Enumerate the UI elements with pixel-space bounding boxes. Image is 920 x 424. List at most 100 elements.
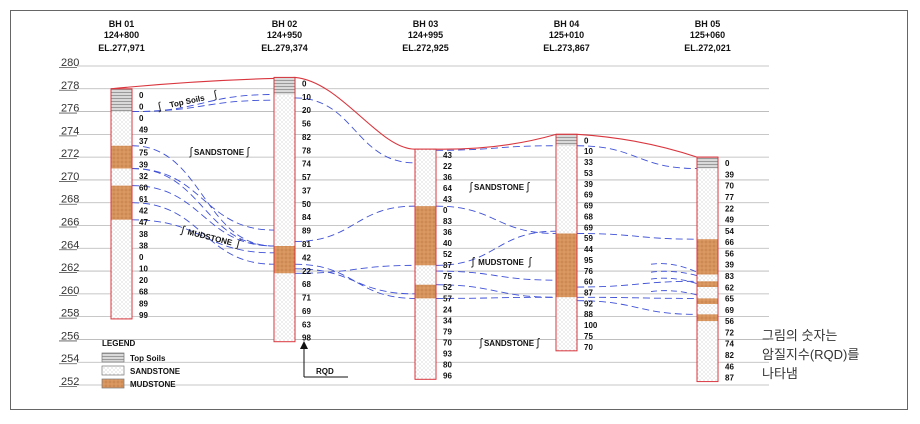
borehole-station: 125+060	[690, 30, 725, 40]
borehole-elevation: EL.272,021	[684, 43, 731, 53]
rqd-value: 79	[443, 327, 452, 336]
formation-label-text: SANDSTONE	[194, 148, 245, 157]
elevation-axis: 2522542562582602622642662682702722742762…	[59, 57, 79, 388]
rqd-value: 87	[725, 374, 734, 383]
rqd-value: 50	[302, 200, 311, 209]
rqd-value: 24	[443, 305, 452, 314]
formation-label-text: Top Soils	[169, 93, 206, 109]
borehole-id: BH 03	[413, 19, 439, 29]
rqd-value: 99	[139, 311, 148, 320]
ground-surface-line	[110, 76, 718, 158]
geologic-cross-section: 2522542562582602622642662682702722742762…	[59, 19, 769, 389]
boundary-line-22	[576, 296, 698, 299]
layer-sandstone-6	[111, 219, 132, 319]
borehole-outline	[696, 156, 719, 383]
layer-mudstone-2	[415, 206, 436, 266]
boundary-line-10	[294, 205, 416, 242]
rqd-value: 47	[139, 218, 148, 227]
rqd-value: 49	[725, 216, 734, 225]
layer-mudstone-3	[274, 246, 295, 274]
rqd-value: 68	[302, 280, 311, 289]
layer-sandstone-2	[111, 111, 132, 146]
boundary-line-5	[131, 185, 275, 247]
elevation-tick-label-276: 276	[61, 103, 79, 115]
boundary-line-18	[435, 296, 557, 299]
rqd-value: 0	[725, 159, 730, 168]
legend-swatch-mudstone	[101, 378, 125, 389]
formation-label-text: SANDSTONE	[484, 339, 535, 348]
borehole-outline	[273, 76, 296, 343]
layer-sandstone-2	[697, 168, 718, 240]
formation-label-text: MUDSTONE	[187, 228, 234, 248]
rqd-value: 81	[302, 240, 311, 249]
elevation-tick-label-256: 256	[61, 330, 79, 342]
elevation-tick-label-268: 268	[61, 194, 79, 206]
rqd-value: 61	[139, 195, 148, 204]
rqd-value: 98	[302, 334, 311, 343]
rqd-note-line-2: 암질지수(RQD)를	[762, 347, 860, 362]
rqd-value: 83	[725, 272, 734, 281]
rqd-value: 22	[725, 204, 734, 213]
formation-label-text: MUDSTONE	[478, 258, 524, 267]
rqd-value: 36	[443, 228, 452, 237]
rqd-value: 60	[584, 278, 593, 287]
rqd-value: 57	[302, 173, 311, 182]
layer-sandstone-8	[697, 304, 718, 315]
close-bracket-glyph: ʃ	[212, 89, 219, 102]
rqd-value: 57	[443, 294, 452, 303]
boundary-line-21	[576, 233, 698, 240]
elevation-tick-label-260: 260	[61, 285, 79, 297]
rqd-value: 60	[139, 183, 148, 192]
rqd-value: 34	[443, 316, 452, 325]
elevation-tick-label-280: 280	[61, 57, 79, 69]
rqd-value: 77	[725, 193, 734, 202]
rqd-label: RQD	[316, 367, 334, 376]
layer-sandstone-4	[111, 168, 132, 186]
rqd-note: 그림의 숫자는 암질지수(RQD)를 나타냄	[762, 326, 902, 383]
rqd-note-line-1: 그림의 숫자는	[762, 328, 838, 343]
rqd-value: 62	[725, 283, 734, 292]
layer-sandstone-10	[697, 321, 718, 382]
rqd-value: 32	[139, 172, 148, 181]
rqd-value: 53	[584, 169, 593, 178]
borehole-station: 124+950	[267, 30, 302, 40]
legend-label-sandstone: SANDSTONE	[130, 367, 181, 376]
boundary-line-7	[131, 219, 275, 254]
rqd-value: 100	[584, 321, 598, 330]
rqd-value: 80	[443, 360, 452, 369]
open-bracket-glyph: ʃ	[471, 256, 476, 268]
borehole-elevation: EL.273,867	[543, 43, 590, 53]
boundary-line-9	[294, 97, 416, 164]
elevation-tick-label-264: 264	[61, 239, 79, 251]
rqd-value: 71	[302, 294, 311, 303]
boundary-line-23	[576, 280, 698, 288]
rqd-value: 69	[584, 223, 593, 232]
rqd-value: 92	[584, 299, 593, 308]
rqd-value: 93	[443, 349, 452, 358]
rqd-value: 0	[139, 91, 144, 100]
rqd-value: 42	[139, 207, 148, 216]
open-bracket-glyph: ʃ	[189, 146, 194, 158]
rqd-value: 20	[139, 276, 148, 285]
boundary-line-12	[294, 268, 416, 295]
borehole-3: BH 03124+995EL.272,925432236644308336405…	[402, 19, 452, 380]
rqd-value: 56	[725, 317, 734, 326]
rqd-value: 78	[302, 146, 311, 155]
rqd-value: 88	[584, 310, 593, 319]
rqd-value: 56	[302, 120, 311, 129]
open-bracket-glyph: ʃ	[179, 224, 187, 237]
layer-mudstone-9	[697, 314, 718, 322]
boundary-line-2	[131, 99, 275, 113]
open-bracket-glyph: ʃ	[479, 337, 484, 349]
rqd-value: 10	[302, 93, 311, 102]
boreholes: BH 01124+800EL.277,971000493775393260614…	[98, 19, 734, 383]
layer-sandstone-4	[556, 297, 577, 351]
rqd-value: 65	[725, 295, 734, 304]
rqd-value: 63	[302, 320, 311, 329]
rqd-value: 69	[725, 306, 734, 315]
boundary-line-17	[435, 284, 557, 298]
elevation-tick-label-270: 270	[61, 171, 79, 183]
boundary-line-6	[131, 168, 275, 231]
boundary-line-8	[131, 202, 275, 265]
